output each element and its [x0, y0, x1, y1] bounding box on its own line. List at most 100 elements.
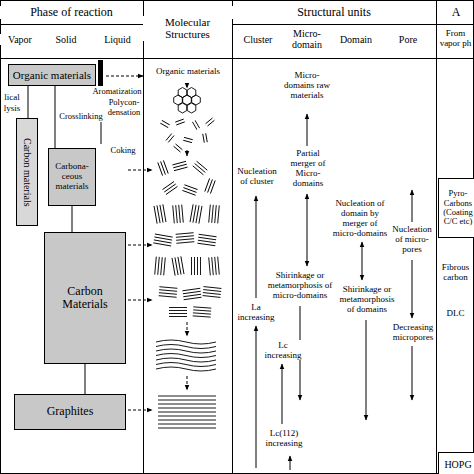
layer-stack	[158, 160, 168, 175]
layer-stack	[163, 182, 178, 195]
layer-stroke	[193, 166, 204, 175]
layer-stroke	[181, 256, 184, 274]
layer-stack	[205, 178, 215, 193]
layer-stroke	[182, 205, 184, 223]
trend-arrow	[362, 242, 363, 280]
vertical-material-box: Carbon materials	[16, 118, 38, 226]
trend-arrow	[307, 114, 308, 146]
layer-stroke	[183, 291, 201, 294]
wavy-layer	[156, 363, 216, 367]
layer-stroke	[164, 184, 175, 192]
layer-stroke	[172, 161, 186, 165]
layer-stroke	[193, 307, 211, 308]
layer-stroke	[203, 293, 221, 295]
layer-stack	[209, 205, 220, 224]
trend-arrow	[412, 190, 413, 222]
layer-stroke	[199, 206, 202, 224]
layer-stroke	[182, 288, 200, 291]
dashed-arrow	[187, 322, 188, 336]
layer-stroke	[168, 136, 174, 143]
diagram-label: Aromatization	[92, 87, 142, 97]
connector-line	[28, 86, 29, 118]
layer-stroke	[196, 205, 199, 223]
product-box: HOPG	[438, 452, 474, 474]
layer-stroke	[215, 257, 217, 275]
layer-stroke	[160, 123, 168, 128]
diagram-label: A	[440, 6, 472, 19]
graphite-layer	[158, 428, 216, 429]
box-label: Graphites	[47, 405, 94, 418]
layer-stroke	[218, 205, 220, 223]
layer-stroke	[198, 237, 216, 240]
column-rule	[436, 0, 437, 474]
layer-stack	[203, 133, 208, 142]
wavy-layer	[156, 345, 216, 349]
layer-stroke	[193, 310, 211, 311]
layer-stroke	[164, 257, 166, 275]
layer-stack	[192, 257, 201, 275]
dashed-arrow	[106, 76, 143, 77]
layer-stroke	[192, 122, 197, 130]
diagram-label: DLC	[438, 308, 473, 318]
layer-stroke	[182, 190, 195, 195]
layer-stroke	[174, 146, 181, 152]
diagram-label: Shirinkage or metamorphosis of micro-dom…	[266, 270, 334, 300]
graphite-layer	[158, 412, 216, 413]
layer-stack	[190, 204, 202, 223]
layer-stroke	[155, 234, 173, 237]
layer-stroke	[195, 164, 206, 173]
layer-stroke	[210, 180, 215, 193]
diagram-label: Coking	[106, 146, 140, 156]
dashed-arrow	[128, 300, 152, 301]
layer-stroke	[173, 164, 187, 168]
diagram-label: From vapor ph	[438, 28, 473, 48]
layer-stroke	[169, 310, 187, 311]
layer-stroke	[209, 257, 211, 275]
layer-stroke	[159, 287, 177, 289]
material-box: Carbona- ceous materials	[48, 148, 96, 206]
diagram-label: Phase of reaction	[0, 6, 143, 19]
layer-stroke	[194, 257, 195, 275]
layer-stroke	[193, 205, 196, 223]
dashed-arrow	[187, 84, 188, 88]
graphite-layer	[158, 424, 216, 425]
layer-stroke	[153, 243, 171, 246]
header-rule	[0, 24, 143, 25]
diagram-label: Nucleation of domain by merger of micro-…	[332, 198, 388, 238]
diagram-label: Pore	[380, 34, 436, 45]
layer-stroke	[206, 133, 208, 142]
layer-stack	[166, 134, 174, 143]
layer-stack	[197, 234, 216, 245]
layer-stroke	[158, 257, 160, 275]
layer-stack	[183, 137, 192, 142]
aromatic-ring	[187, 88, 196, 98]
box-label: Organic materials	[13, 69, 91, 81]
diagram-label: Lc increasing	[264, 340, 302, 360]
layer-stack	[193, 307, 212, 317]
dashed-arrow	[187, 376, 188, 390]
layer-stroke	[193, 313, 211, 314]
column-rule	[232, 0, 233, 474]
diagram-label: lysis	[1, 103, 23, 113]
layer-stroke	[159, 293, 177, 295]
diagram-label: Vapor	[0, 34, 40, 45]
trend-arrow	[366, 320, 367, 420]
coking-line	[101, 122, 102, 144]
diagram-label: Crosslinking	[58, 112, 104, 122]
layer-stroke	[158, 162, 163, 175]
aromatic-ring	[178, 88, 187, 98]
layer-stroke	[176, 239, 194, 241]
layer-stack	[169, 308, 187, 317]
layer-stroke	[176, 242, 194, 244]
layer-stroke	[184, 137, 193, 139]
graphite-layer	[158, 400, 216, 401]
box-label: Pyro- Carbons (Coating C/C etc)	[441, 189, 474, 226]
layer-stroke	[159, 290, 177, 292]
column-rule	[143, 0, 144, 474]
layer-stroke	[197, 257, 198, 275]
diagram-label: Decreasing micropores	[390, 322, 436, 342]
header-rule	[232, 24, 474, 25]
diagram-label: Nucleation of cluster	[234, 166, 280, 186]
layer-stroke	[176, 205, 178, 223]
